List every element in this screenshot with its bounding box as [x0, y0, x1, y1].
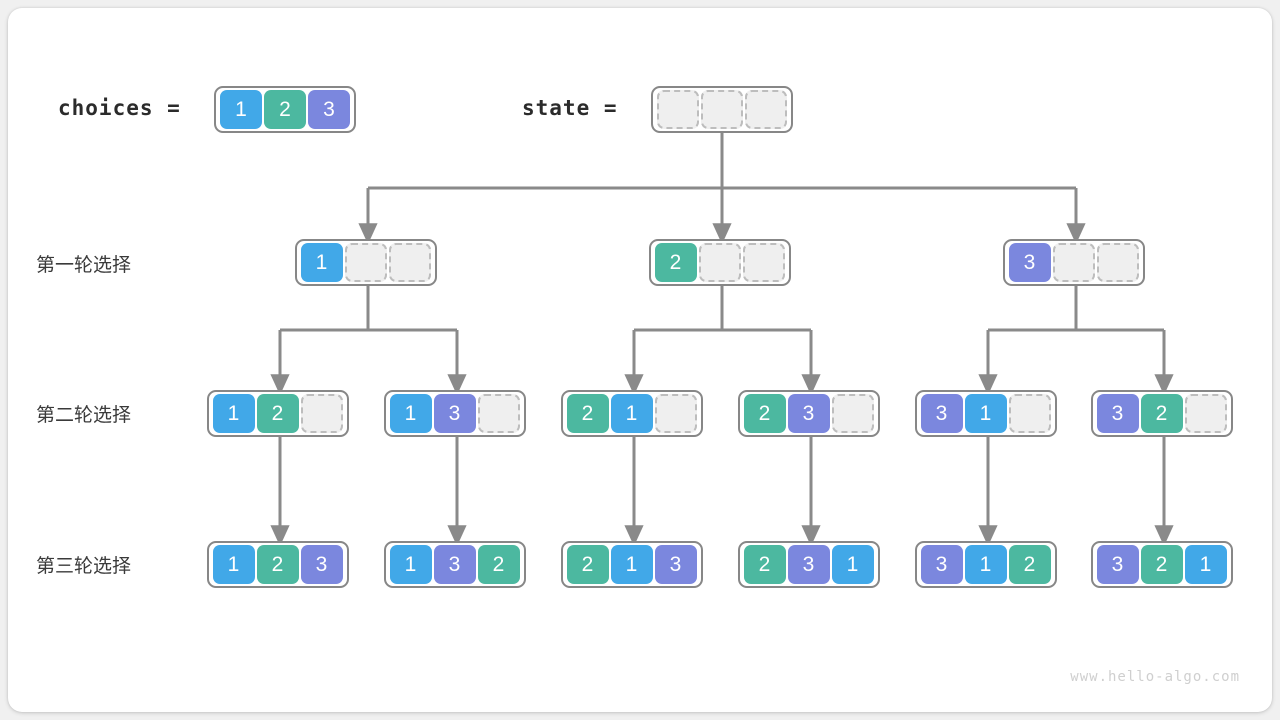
state-array-row1-node1: 1: [294, 239, 437, 286]
array-cell-filled: 2: [654, 243, 697, 282]
array-cell-empty: [745, 90, 787, 129]
array-cell-empty: [388, 243, 431, 282]
choices-label: choices =: [58, 96, 181, 120]
array-cell-filled: 1: [300, 243, 343, 282]
array-cell-filled: 1: [389, 394, 432, 433]
array-cell-filled: 1: [964, 394, 1007, 433]
state-label: state =: [522, 96, 618, 120]
array-cell-empty: [1008, 394, 1051, 433]
array-cell-filled: 2: [256, 545, 299, 584]
state-array-row1-node3: 3: [1002, 239, 1145, 286]
state-array-row1-node2: 2: [648, 239, 791, 286]
array-cell-filled: 3: [787, 394, 830, 433]
row-label-3: 第三轮选择: [36, 556, 132, 577]
array-cell-filled: 2: [566, 545, 609, 584]
array-cell-filled: 3: [433, 545, 476, 584]
array-cell-filled: 3: [920, 545, 963, 584]
array-cell-filled: 1: [831, 545, 874, 584]
array-cell-empty: [1096, 243, 1139, 282]
diagram-card: [8, 8, 1272, 712]
array-cell-filled: 3: [1096, 394, 1139, 433]
array-cell-empty: [701, 90, 743, 129]
array-cell-empty: [344, 243, 387, 282]
row-label-1: 第一轮选择: [36, 255, 132, 276]
array-cell-empty: [657, 90, 699, 129]
array-cell-filled: 2: [566, 394, 609, 433]
array-cell-filled: 3: [1008, 243, 1051, 282]
array-cell-filled: 3: [920, 394, 963, 433]
array-cell-filled: 2: [264, 90, 306, 129]
array-cell-filled: 2: [1008, 545, 1051, 584]
array-cell-filled: 2: [477, 545, 520, 584]
state-array: [651, 86, 793, 133]
array-cell-empty: [300, 394, 343, 433]
array-cell-filled: 2: [743, 545, 786, 584]
array-cell-filled: 1: [610, 394, 653, 433]
array-cell-filled: 2: [1140, 394, 1183, 433]
array-cell-filled: 1: [964, 545, 1007, 584]
array-cell-filled: 3: [308, 90, 350, 129]
array-cell-filled: 3: [787, 545, 830, 584]
watermark: www.hello-algo.com: [1070, 669, 1240, 685]
array-cell-empty: [654, 394, 697, 433]
array-cell-filled: 2: [1140, 545, 1183, 584]
array-cell-filled: 3: [654, 545, 697, 584]
array-cell-filled: 2: [256, 394, 299, 433]
array-cell-empty: [742, 243, 785, 282]
array-cell-filled: 1: [1184, 545, 1227, 584]
array-cell-empty: [831, 394, 874, 433]
array-cell-filled: 2: [743, 394, 786, 433]
array-cell-filled: 1: [610, 545, 653, 584]
array-cell-filled: 1: [389, 545, 432, 584]
array-cell-filled: 3: [1096, 545, 1139, 584]
row-label-2: 第二轮选择: [36, 405, 132, 426]
array-cell-empty: [1184, 394, 1227, 433]
array-cell-filled: 1: [220, 90, 262, 129]
array-cell-empty: [477, 394, 520, 433]
array-cell-filled: 3: [433, 394, 476, 433]
array-cell-filled: 3: [300, 545, 343, 584]
array-cell-empty: [1052, 243, 1095, 282]
array-cell-filled: 1: [212, 545, 255, 584]
array-cell-filled: 1: [212, 394, 255, 433]
array-cell-empty: [698, 243, 741, 282]
